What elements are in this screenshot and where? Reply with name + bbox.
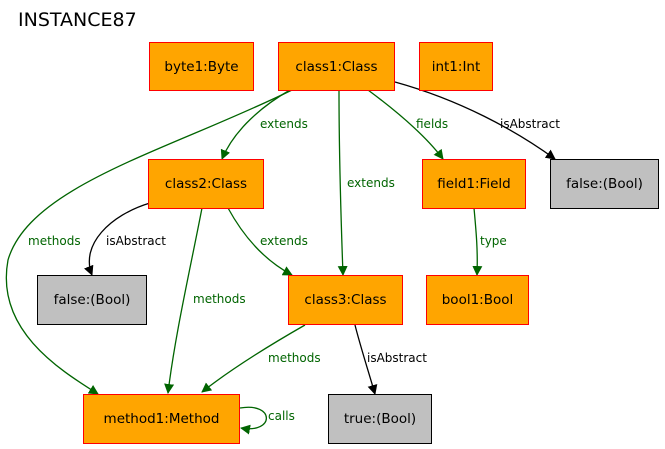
node-bool1[interactable]: bool1:Bool xyxy=(426,275,529,325)
diagram-title: INSTANCE87 xyxy=(18,9,137,31)
node-int1[interactable]: int1:Int xyxy=(419,42,493,91)
edge-label-class1-class3: extends xyxy=(347,176,395,190)
node-true-bool[interactable]: true:(Bool) xyxy=(328,394,432,444)
edge-label-class3-method1: methods xyxy=(268,351,321,365)
edge-label-class2-method1: methods xyxy=(193,292,246,306)
edge-class2-isabstract-false2 xyxy=(84,202,151,276)
node-false-bool-2[interactable]: false:(Bool) xyxy=(37,275,147,325)
node-class2[interactable]: class2:Class xyxy=(148,159,264,209)
edge-class1-methods-method1 xyxy=(5,89,293,395)
node-class3[interactable]: class3:Class xyxy=(288,275,403,325)
edge-class3-isabstract-true xyxy=(354,324,378,395)
edge-class3-methods-method1 xyxy=(201,324,306,393)
edge-field1-type-bool1 xyxy=(472,207,483,276)
edge-label-class1-class2: extends xyxy=(260,117,308,131)
edge-label-class3-true: isAbstract xyxy=(367,351,427,365)
edge-label-field1-bool1: type xyxy=(480,234,507,248)
edge-method1-calls-method1 xyxy=(239,406,267,435)
node-method1[interactable]: method1:Method xyxy=(83,394,240,444)
edge-label-class2-false2: isAbstract xyxy=(106,234,166,248)
node-byte1[interactable]: byte1:Byte xyxy=(149,42,254,91)
edge-class1-fields-field1 xyxy=(367,89,444,160)
edge-label-class2-class3: extends xyxy=(260,234,308,248)
node-field1[interactable]: field1:Field xyxy=(422,159,526,209)
edge-class1-isabstract-false1 xyxy=(394,81,556,160)
edge-label-class1-method1: methods xyxy=(28,234,81,248)
node-false-bool-1[interactable]: false:(Bool) xyxy=(550,159,659,209)
edge-class1-extends-class3 xyxy=(337,89,348,276)
edge-label-method1-calls: calls xyxy=(268,409,295,423)
edge-label-class1-false1: isAbstract xyxy=(500,117,560,131)
edge-class2-methods-method1 xyxy=(164,207,203,394)
edge-label-class1-field1: fields xyxy=(416,117,449,131)
edge-class2-extends-class3 xyxy=(227,207,293,276)
node-class1[interactable]: class1:Class xyxy=(278,42,395,91)
